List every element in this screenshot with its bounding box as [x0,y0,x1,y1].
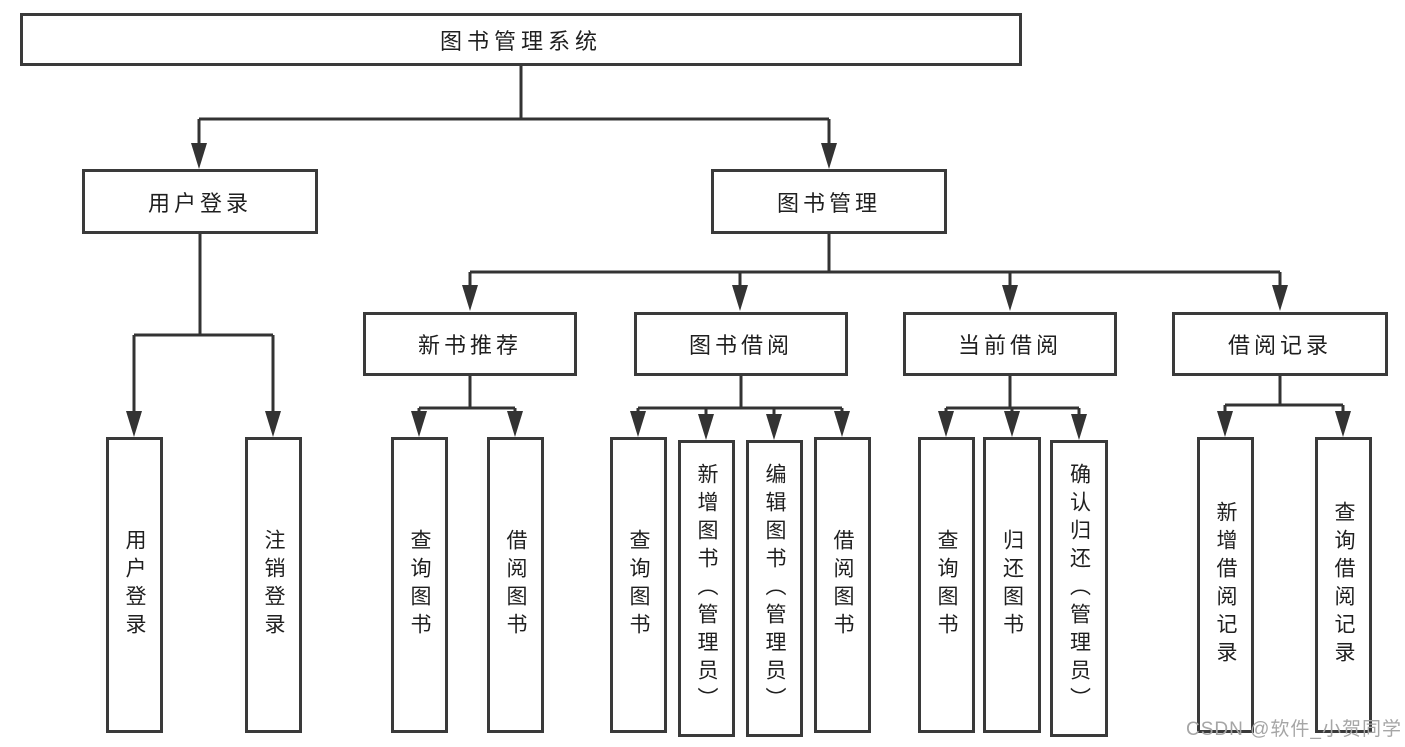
leaf-query-book-recommend: 查询图书 [391,437,448,733]
arrowhead [265,411,281,437]
leaf-add-book-admin: 新增图书（管理员） [678,440,735,737]
connector-borrow-record-branch [1223,376,1345,420]
leaf-user-login: 用户登录 [106,437,163,733]
leaf-confirm-return-admin: 确认归还（管理员） [1050,440,1108,737]
arrowhead [938,411,954,437]
leaf-edit-book-admin: 编辑图书（管理员） [746,440,803,737]
node-library-management-system: 图书管理系统 [20,13,1022,66]
arrowhead [1071,414,1087,440]
node-user-login: 用户登录 [82,169,318,234]
node-current-borrow: 当前借阅 [903,312,1117,376]
arrowhead [507,411,523,437]
arrowhead [630,411,646,437]
leaf-borrow-book: 借阅图书 [814,437,871,733]
arrowhead [411,411,427,437]
connector-book-management-branch [468,234,1282,292]
connector-new-book-branch [417,376,517,420]
leaf-logout: 注销登录 [245,437,302,733]
node-book-management: 图书管理 [711,169,947,234]
arrowhead [1004,411,1020,437]
connector-root-branch [197,66,831,150]
arrowhead [698,414,714,440]
watermark: CSDN @软件_小贺同学 [1186,719,1402,740]
arrowhead [1217,411,1233,437]
arrowhead [834,411,850,437]
node-book-borrow: 图书借阅 [634,312,848,376]
leaf-query-book-current: 查询图书 [918,437,975,733]
leaf-query-book-borrow: 查询图书 [610,437,667,733]
node-new-book-recommend: 新书推荐 [363,312,577,376]
arrowhead [191,143,207,169]
arrowhead [732,285,748,311]
connector-book-borrow-branch [636,376,844,422]
leaf-return-book: 归还图书 [983,437,1041,733]
connector-user-login-branch [132,234,275,418]
leaf-query-borrow-record: 查询借阅记录 [1315,437,1372,733]
arrowhead [1272,285,1288,311]
arrowhead [766,414,782,440]
arrowhead [1335,411,1351,437]
node-borrow-record: 借阅记录 [1172,312,1388,376]
leaf-borrow-book-recommend: 借阅图书 [487,437,544,733]
arrowhead [821,143,837,169]
arrowhead [1002,285,1018,311]
arrowhead [126,411,142,437]
arrowheads [126,143,1351,440]
arrowhead [462,285,478,311]
leaf-add-borrow-record: 新增借阅记录 [1197,437,1254,733]
